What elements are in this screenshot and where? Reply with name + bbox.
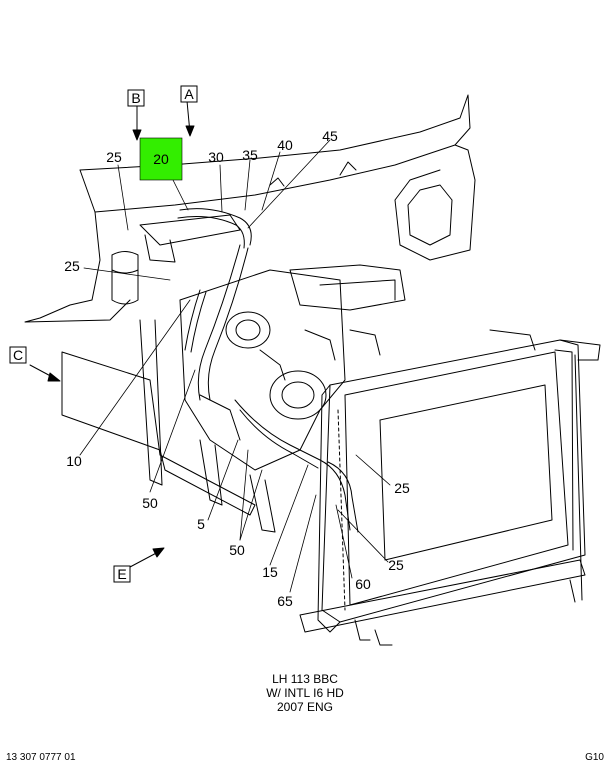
highlight-box-part-20	[139, 137, 183, 181]
callout-35[interactable]: 35	[242, 147, 258, 163]
callout-5[interactable]: 5	[197, 516, 205, 532]
frame-rails	[139, 319, 276, 533]
cowl-panel	[24, 94, 476, 323]
footer-page-code: G10	[585, 752, 604, 763]
callout-50-bottom[interactable]: 50	[229, 542, 245, 558]
view-label-c[interactable]: C	[13, 347, 23, 363]
leader-lines	[79, 139, 391, 593]
callout-20[interactable]: 20	[153, 151, 169, 167]
caption-line-3: 2007 ENG	[276, 700, 334, 714]
view-label-e[interactable]: E	[117, 566, 126, 582]
callout-50-left[interactable]: 50	[142, 495, 158, 511]
callout-10[interactable]: 10	[66, 453, 82, 469]
engine-block	[179, 264, 406, 471]
callout-15[interactable]: 15	[262, 564, 278, 580]
view-arrows	[29, 100, 195, 568]
view-label-b[interactable]: B	[131, 90, 140, 106]
footer-part-number: 13 307 0777 01	[6, 752, 76, 763]
caption-line-1: LH 113 BBC	[272, 672, 338, 686]
callout-60[interactable]: 60	[355, 576, 371, 592]
callout-25-left[interactable]: 25	[64, 258, 80, 274]
callout-25-top[interactable]: 25	[106, 149, 122, 165]
callout-30[interactable]: 30	[208, 149, 224, 165]
radiator-assembly	[299, 329, 601, 646]
callout-25-right-low[interactable]: 25	[388, 557, 404, 573]
view-label-a[interactable]: A	[184, 86, 194, 102]
coolant-bottle	[111, 251, 139, 305]
callout-45[interactable]: 45	[322, 128, 338, 144]
callout-65[interactable]: 65	[277, 593, 293, 609]
coolant-hoses	[177, 208, 359, 533]
callout-40[interactable]: 40	[277, 137, 293, 153]
caption-line-2: W/ INTL I6 HD	[266, 686, 344, 700]
upper-tray	[139, 214, 241, 263]
front-panel	[61, 351, 256, 516]
diagram-caption: LH 113 BBC W/ INTL I6 HD 2007 ENG	[0, 672, 610, 714]
callout-25-right[interactable]: 25	[394, 480, 410, 496]
